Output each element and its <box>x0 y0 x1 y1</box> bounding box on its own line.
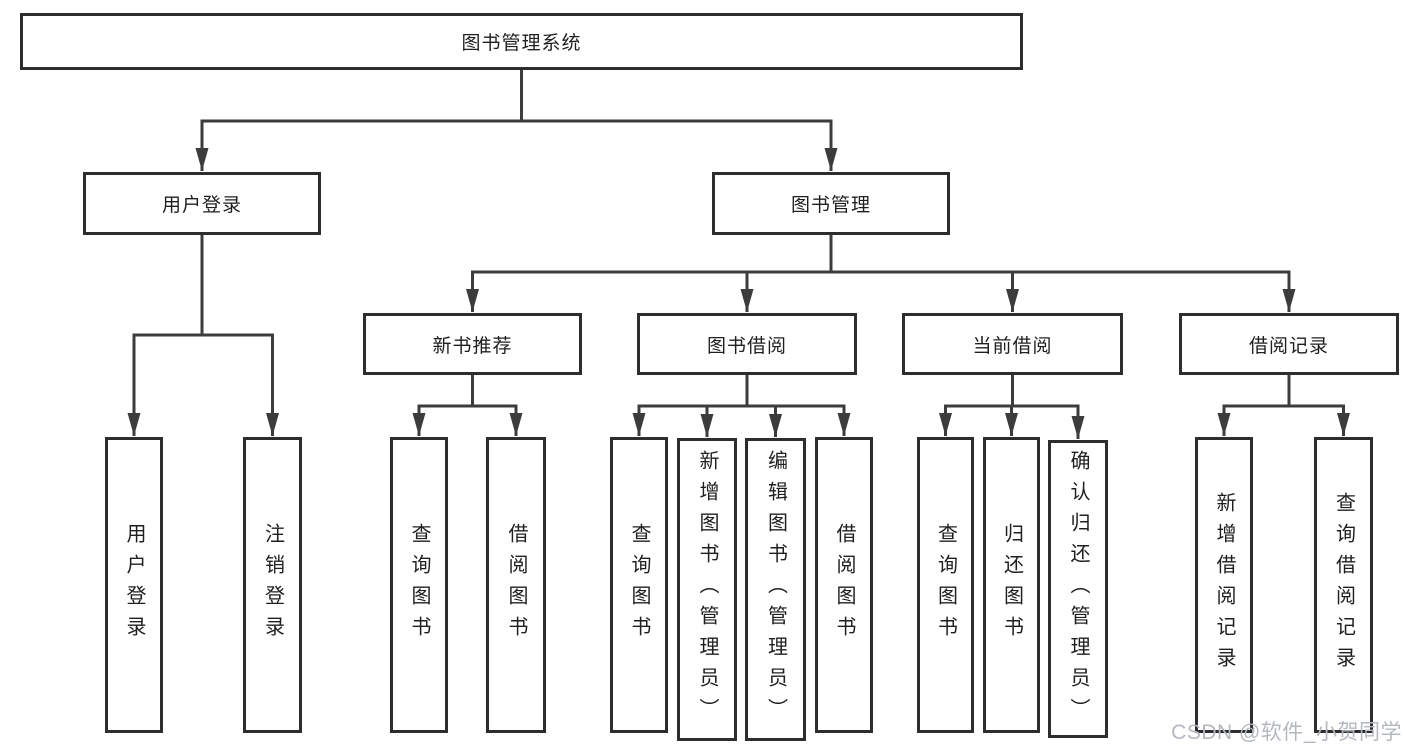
leaf-add-book-admin: 新增图书（管理员） <box>677 438 737 741</box>
node-borrow-records: 借阅记录 <box>1179 313 1399 375</box>
leaf-query-books-borrow: 查询图书 <box>610 437 668 733</box>
leaf-user-login: 用户登录 <box>105 437 163 733</box>
leaf-query-books-recommend: 查询图书 <box>390 437 448 733</box>
leaf-edit-book-admin: 编辑图书（管理员） <box>745 438 806 741</box>
leaf-add-borrow-record: 新增借阅记录 <box>1195 437 1253 733</box>
leaf-borrow-books: 借阅图书 <box>815 437 873 733</box>
node-book-borrow: 图书借阅 <box>637 313 857 375</box>
node-book-management: 图书管理 <box>712 172 950 235</box>
leaf-query-books-current: 查询图书 <box>917 437 974 733</box>
leaf-return-book: 归还图书 <box>983 437 1040 733</box>
leaf-query-borrow-record: 查询借阅记录 <box>1314 437 1373 733</box>
watermark: CSDN @软件_小贺同学 <box>1171 721 1402 744</box>
leaf-logout: 注销登录 <box>243 437 302 733</box>
leaf-borrow-books-recommend: 借阅图书 <box>486 437 546 733</box>
node-current-borrow: 当前借阅 <box>902 313 1123 375</box>
node-new-book-recommend: 新书推荐 <box>363 313 582 375</box>
node-root: 图书管理系统 <box>20 13 1023 70</box>
leaf-confirm-return-admin: 确认归还（管理员） <box>1048 440 1108 738</box>
node-user-login: 用户登录 <box>83 172 321 235</box>
